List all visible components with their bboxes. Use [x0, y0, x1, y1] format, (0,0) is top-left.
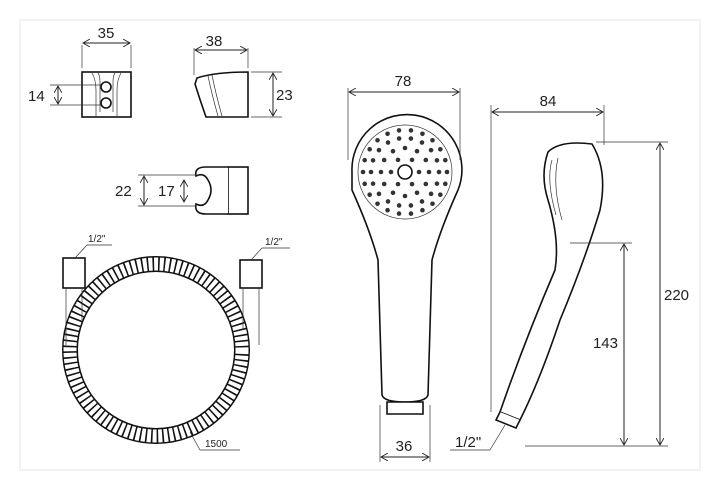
holder-top-view: 22 17 — [115, 166, 249, 215]
spray-hole — [430, 137, 435, 143]
inner-diameter-label: 17 — [158, 183, 175, 200]
hose-left-thread-label: 1/2" — [88, 234, 106, 245]
spray-hole — [395, 181, 401, 187]
total-length-label: 220 — [664, 287, 689, 304]
frame — [19, 19, 701, 471]
spray-hole — [430, 201, 435, 207]
holder-front-view: 35 14 — [28, 25, 132, 118]
spray-hole — [436, 169, 442, 175]
spray-hole — [367, 146, 372, 152]
side-width-label: 38 — [206, 33, 223, 50]
spray-hole — [409, 181, 415, 187]
side-height-label: 23 — [276, 87, 293, 104]
spray-hole — [376, 147, 382, 153]
head-depth-label: 84 — [540, 93, 557, 110]
spray-hole — [438, 192, 443, 198]
spray-hole — [428, 191, 434, 197]
spray-hole — [396, 203, 402, 208]
spray-hole — [362, 157, 368, 163]
spray-hole — [376, 191, 382, 197]
side-thread-label: 1/2" — [455, 434, 481, 451]
spray-hole — [402, 145, 408, 151]
spray-hole — [370, 158, 376, 163]
spray-hole — [395, 157, 401, 163]
spray-hole — [390, 190, 396, 196]
spray-hole — [381, 157, 387, 163]
spray-hole — [375, 137, 380, 143]
spray-hole — [442, 181, 448, 187]
spray-hole — [409, 157, 415, 163]
spray-hole — [420, 131, 425, 137]
holder-width-label: 35 — [98, 25, 115, 42]
spray-hole — [408, 203, 414, 208]
spray-hole — [367, 192, 372, 198]
hose-length-label: 1500 — [205, 439, 228, 450]
spray-hole — [428, 147, 434, 153]
spray-hole — [414, 148, 420, 154]
spray-hole — [423, 157, 429, 163]
spray-hole — [414, 190, 420, 196]
spray-hole — [444, 169, 450, 175]
spray-hole — [370, 181, 376, 186]
spray-hole — [423, 181, 429, 187]
hole-spacing-label: 14 — [28, 88, 45, 105]
handle-length-label: 143 — [593, 335, 618, 352]
spray-hole — [375, 201, 380, 207]
shower-head-side-view: 84 220 143 1/2" — [450, 93, 689, 451]
spray-hole — [426, 169, 432, 175]
spray-hole — [385, 207, 390, 213]
spray-hole — [381, 181, 387, 187]
spray-hole — [442, 157, 448, 163]
spray-hole — [438, 146, 443, 152]
spray-hole — [434, 181, 440, 186]
spray-hole — [396, 211, 402, 216]
spray-hole — [396, 136, 402, 141]
spray-hole — [378, 169, 384, 175]
spray-hole — [390, 148, 396, 154]
spray-hole — [396, 128, 402, 133]
spray-hole — [408, 211, 414, 216]
spray-hole — [434, 158, 440, 163]
spray-hole — [385, 140, 391, 145]
spray-hole — [362, 181, 368, 187]
spray-hole — [388, 169, 394, 175]
spray-hole — [408, 128, 414, 133]
spray-hole — [420, 207, 425, 213]
neck-width-label: 36 — [396, 438, 413, 455]
holder-side-view: 38 23 — [193, 33, 293, 118]
spray-hole — [416, 169, 422, 175]
spray-hole — [408, 136, 414, 141]
shower-head-front-view: 78 36 — [347, 73, 463, 462]
spray-hole — [360, 169, 366, 175]
spray-hole — [385, 131, 390, 137]
spray-hole — [419, 199, 425, 204]
hose-right-thread-label: 1/2" — [265, 237, 283, 248]
spray-hole — [385, 199, 391, 204]
spray-hole — [368, 169, 374, 175]
head-diameter-label: 78 — [395, 73, 412, 90]
spray-hole — [402, 193, 408, 199]
outer-diameter-label: 22 — [115, 183, 132, 200]
spray-hole — [419, 140, 425, 145]
hose-view: 1/2" 1/2" 1500 — [62, 234, 290, 451]
